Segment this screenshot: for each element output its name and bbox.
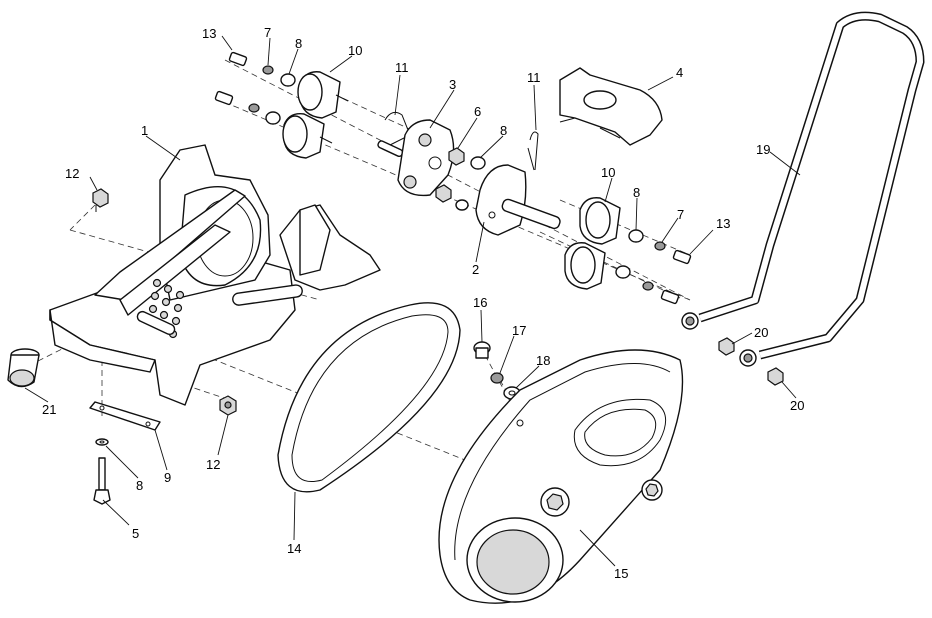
callout-19: 19: [756, 142, 770, 157]
callout-8-upper: 8: [295, 36, 302, 51]
callout-5: 5: [132, 526, 139, 541]
drive-belt: [277, 302, 461, 493]
callout-16: 16: [473, 295, 487, 310]
callout-15: 15: [614, 566, 628, 581]
callout-4: 4: [676, 65, 683, 80]
flange-nut-upper: [92, 188, 109, 212]
callout-13-right: 13: [716, 216, 730, 231]
bolt-upper-left: [214, 51, 248, 106]
callout-12-lower: 12: [206, 457, 220, 472]
bolt-16: [473, 341, 491, 359]
roller-right: [564, 197, 621, 290]
flange-nut-lower: [219, 395, 237, 416]
callout-8-lower: 8: [136, 478, 143, 493]
callout-labels: 1 2 3 4 5 6 7 7 8 8 8 8 9 10 10 11 11 12…: [42, 25, 804, 581]
roller-upper-left: [282, 71, 349, 159]
callout-2: 2: [472, 262, 479, 277]
callout-12-upper: 12: [65, 166, 79, 181]
washer-17: [490, 372, 504, 384]
callout-10-upper: 10: [348, 43, 362, 58]
callout-21: 21: [42, 402, 56, 417]
callout-20-lower: 20: [790, 398, 804, 413]
bolt-right: [660, 249, 692, 305]
washer-lower: [95, 438, 109, 446]
callout-6: 6: [474, 104, 481, 119]
callout-10-right: 10: [601, 165, 615, 180]
bracket-plate-2: [475, 131, 561, 236]
callout-8-right: 8: [633, 185, 640, 200]
handle: [681, 11, 925, 367]
callout-17: 17: [512, 323, 526, 338]
callout-7-upper: 7: [264, 25, 271, 40]
callout-18: 18: [536, 353, 550, 368]
bolt-lower: [93, 457, 111, 505]
washer-upper-left: [248, 65, 296, 125]
callout-7-right: 7: [677, 207, 684, 222]
nut-6: [435, 147, 486, 211]
washer-right: [615, 229, 666, 291]
callout-11-left: 11: [395, 60, 409, 75]
callout-11-right: 11: [527, 70, 541, 85]
rubber-foot: [7, 348, 40, 388]
callout-3: 3: [449, 77, 456, 92]
callout-1: 1: [141, 123, 148, 138]
nut-20: [718, 337, 784, 386]
callout-9: 9: [164, 470, 171, 485]
bracket-plate-3: [397, 119, 455, 197]
callout-13-upper: 13: [202, 26, 216, 41]
callout-8-mid: 8: [500, 123, 507, 138]
belt-cover: [438, 349, 684, 604]
bracket-4: [559, 67, 663, 146]
leader-lines: [24, 35, 801, 567]
base-bracket: [49, 144, 381, 406]
callout-14: 14: [287, 541, 301, 556]
mounting-plate: [89, 401, 161, 431]
callout-20-upper: 20: [754, 325, 768, 340]
